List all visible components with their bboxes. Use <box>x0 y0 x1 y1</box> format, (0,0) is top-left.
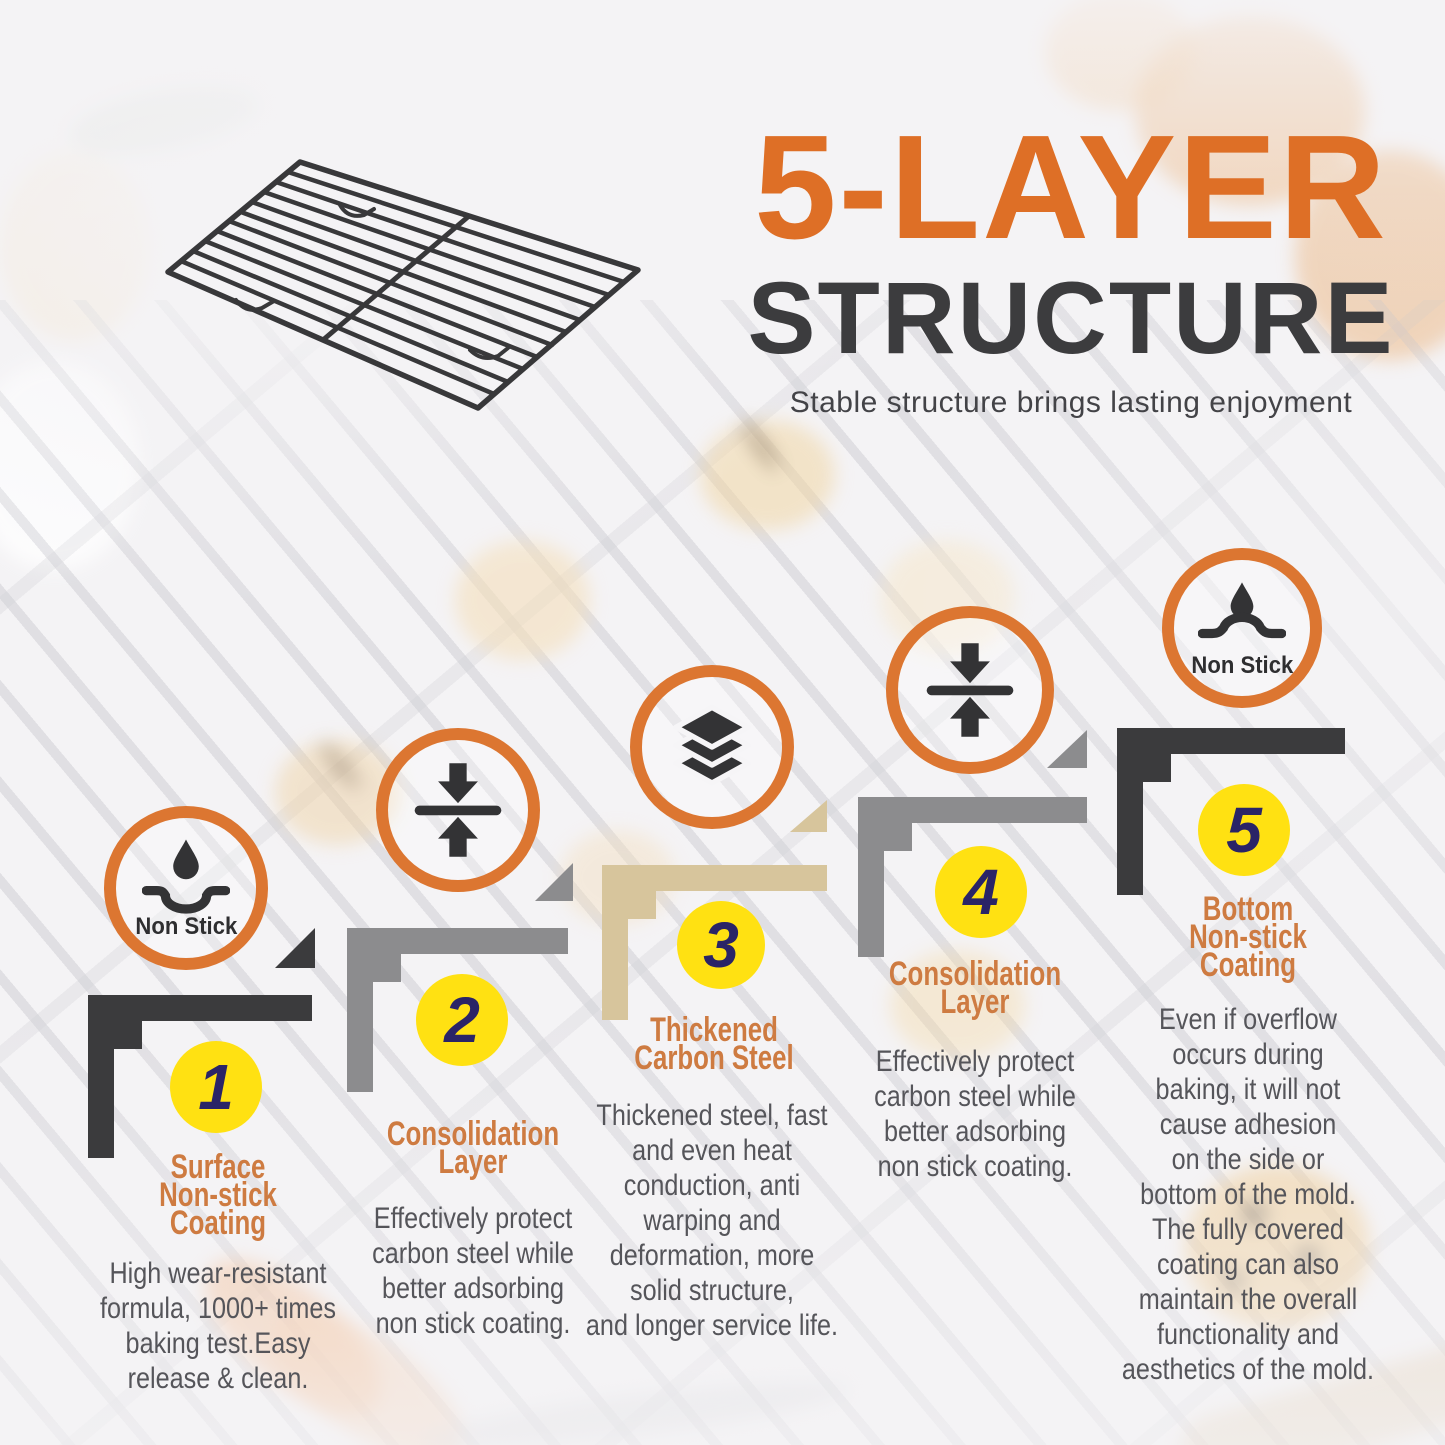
step3-description-line: solid structure, <box>630 1274 794 1307</box>
step5-description-line: occurs during <box>1172 1038 1324 1071</box>
title-block: 5-LAYER STRUCTURE Stable structure bring… <box>690 112 1445 420</box>
title-subtitle: Stable structure brings lasting enjoymen… <box>789 386 1353 419</box>
step2-heading-line: Layer <box>438 1143 508 1181</box>
step5-heading-line: Coating <box>1199 946 1297 984</box>
step1-heading-line: Coating <box>169 1204 267 1242</box>
step3-layer-bracket <box>602 865 827 1020</box>
step1-number: 1 <box>198 1051 234 1123</box>
non-stick-drop-icon <box>142 839 230 914</box>
title-line-1: 5-LAYER <box>754 105 1388 270</box>
step5-description-line: bottom of the mold. <box>1140 1178 1356 1211</box>
step4-heading-line: Consolidation <box>888 955 1062 993</box>
step5-description-line: maintain the overall <box>1138 1283 1358 1316</box>
step3-description: Thickened steel, fast and even heat cond… <box>573 1098 850 1343</box>
step1-icon-ring: Non Stick <box>104 806 268 970</box>
step5-heading-line: Non-stick <box>1189 918 1307 956</box>
step1-description: High wear-resistant formula, 1000+ times… <box>79 1256 356 1396</box>
step2-layer-bracket <box>347 928 568 1092</box>
step5-description-line: cause adhesion <box>1159 1108 1337 1141</box>
step2-icon-ring <box>376 728 540 892</box>
step1-heading: Surface Non-stick Coating <box>104 1148 332 1242</box>
step3-number: 3 <box>703 909 739 981</box>
step3-heading: Thickened Carbon Steel <box>600 1011 828 1077</box>
title-line-2: STRUCTURE <box>747 261 1395 375</box>
step2-description-line: carbon steel while <box>372 1237 574 1270</box>
non-stick-label: Non Stick <box>1191 652 1293 679</box>
step5-description: Even if overflow occurs during baking, i… <box>1109 1002 1386 1387</box>
step2-number: 2 <box>444 984 480 1056</box>
step3-description-line: conduction, anti <box>623 1169 801 1202</box>
step4-heading: Consolidation Layer <box>861 955 1089 1021</box>
step1-description-line: formula, 1000+ times <box>99 1292 337 1325</box>
step2-description-line: better adsorbing <box>381 1272 565 1305</box>
step5-number-badge: 5 <box>1198 784 1290 876</box>
stacked-layers-icon <box>673 704 751 786</box>
step3-icon-ring <box>630 665 794 829</box>
step4-layer-bracket <box>858 797 1087 957</box>
step1-description-line: High wear-resistant <box>109 1257 327 1290</box>
step2-description-line: non stick coating. <box>375 1307 571 1340</box>
step5-description-line: baking, it will not <box>1155 1073 1341 1106</box>
step2-number-badge: 2 <box>416 974 508 1066</box>
non-stick-label: Non Stick <box>135 913 237 940</box>
step3-description-line: warping and <box>643 1204 781 1237</box>
step4-description-line: carbon steel while <box>874 1080 1076 1113</box>
step3-description-line: and even heat <box>632 1134 792 1167</box>
step1-layer-bracket <box>88 995 312 1158</box>
step4-description-line: Effectively protect <box>875 1045 1075 1078</box>
step5-description-line: aesthetics of the mold. <box>1121 1353 1375 1386</box>
step5-heading: Bottom Non-stick Coating <box>1134 890 1362 984</box>
step5-number: 5 <box>1226 794 1262 866</box>
step2-heading: Consolidation Layer <box>359 1115 587 1181</box>
step5-description-line: The fully covered <box>1152 1213 1344 1246</box>
step5-description-line: on the side or <box>1171 1143 1325 1176</box>
step1-heading-line: Surface <box>170 1148 266 1186</box>
step3-heading-line: Carbon Steel <box>634 1039 794 1077</box>
compress-arrows-icon <box>414 763 502 857</box>
step4-description: Effectively protect carbon steel while b… <box>836 1044 1113 1184</box>
step5-description-line: Even if overflow <box>1159 1003 1337 1036</box>
step2-description: Effectively protect carbon steel while b… <box>334 1201 611 1341</box>
step3-heading-line: Thickened <box>650 1011 778 1049</box>
step2-description-line: Effectively protect <box>373 1202 573 1235</box>
cooling-rack-illustration <box>165 159 641 411</box>
step4-description-line: non stick coating. <box>877 1150 1073 1183</box>
step5-icon-ring: Non Stick <box>1162 548 1322 708</box>
step1-number-badge: 1 <box>170 1041 262 1133</box>
step3-description-line: and longer service life. <box>585 1309 839 1342</box>
step5-description-line: coating can also <box>1156 1248 1340 1281</box>
step4-icon-ring <box>886 606 1054 774</box>
step4-heading-line: Layer <box>940 983 1010 1021</box>
step4-number-badge: 4 <box>935 846 1027 938</box>
step2-heading-line: Consolidation <box>386 1115 560 1153</box>
step5-layer-bracket <box>1117 728 1345 895</box>
step3-description-line: deformation, more <box>609 1239 815 1272</box>
step5-description-line: functionality and <box>1156 1318 1340 1351</box>
non-stick-drop-icon <box>1198 582 1286 639</box>
step3-description-line: Thickened steel, fast <box>596 1099 828 1132</box>
step4-description-line: better adsorbing <box>883 1115 1067 1148</box>
step5-heading-line: Bottom <box>1202 890 1294 928</box>
step3-number-badge: 3 <box>677 901 765 989</box>
step1-heading-line: Non-stick <box>159 1176 277 1214</box>
step1-description-line: release & clean. <box>127 1362 309 1395</box>
compress-arrows-icon <box>926 643 1014 737</box>
step1-description-line: baking test.Easy <box>125 1327 311 1360</box>
step4-number: 4 <box>963 856 999 928</box>
